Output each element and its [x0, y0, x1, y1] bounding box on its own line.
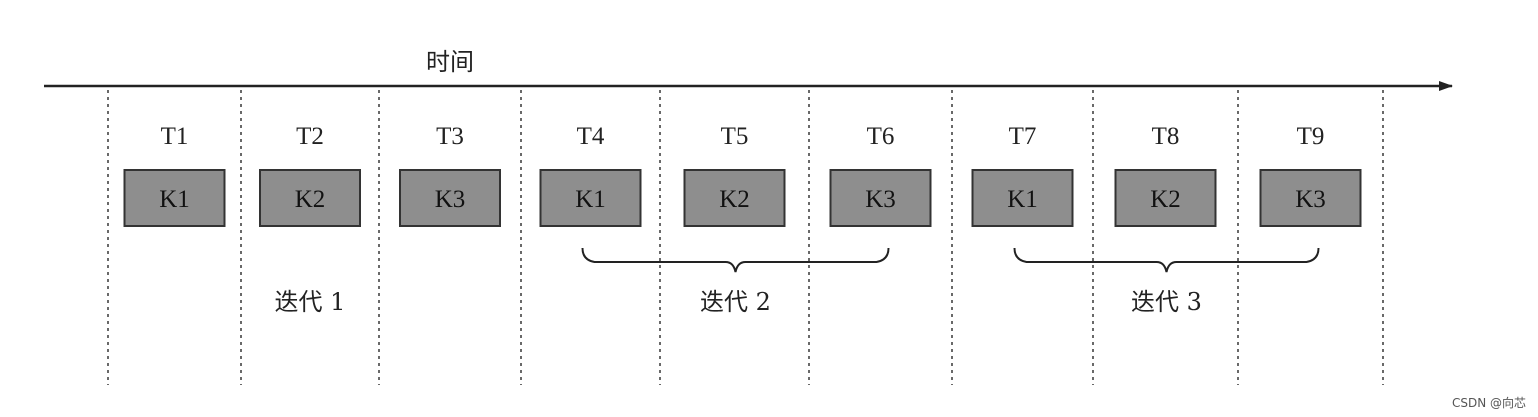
- iteration-group-1: 迭代 1: [275, 288, 346, 316]
- kernel-label: K1: [575, 186, 606, 213]
- kernel-box: [1114, 169, 1217, 227]
- iteration-brace: [1013, 247, 1320, 273]
- kernel-label: K3: [435, 186, 466, 213]
- kernel-box: [971, 169, 1074, 227]
- kernel-label: K3: [1295, 186, 1326, 213]
- iteration-label: 迭代 1: [275, 288, 346, 316]
- kernel-box: [1259, 169, 1362, 227]
- kernel-label: K1: [1007, 186, 1038, 213]
- kernel-box: [123, 169, 226, 227]
- kernel-box: [259, 169, 361, 227]
- time-slot-label: T8: [1152, 123, 1180, 150]
- iteration-group-3: 迭代 3: [1013, 247, 1320, 316]
- kernel-label: K2: [1150, 186, 1181, 213]
- time-slot-label: T5: [721, 123, 749, 150]
- iterations: 迭代 1 迭代 2 迭代 3: [275, 247, 1320, 316]
- kernel-label: K3: [865, 186, 896, 213]
- kernel-box: [829, 169, 932, 227]
- kernel-label: K2: [719, 186, 750, 213]
- time-slot-label: T4: [577, 123, 605, 150]
- time-slot-label: T1: [161, 123, 189, 150]
- iteration-label: 迭代 3: [1131, 288, 1202, 316]
- iteration-label: 迭代 2: [700, 288, 771, 316]
- kernel-label: K2: [295, 186, 326, 213]
- iteration-group-2: 迭代 2: [581, 247, 890, 316]
- slot-dividers: [107, 90, 1384, 385]
- time-slot-label: T2: [296, 123, 324, 150]
- time-slot-label: T7: [1009, 123, 1037, 150]
- kernel-box: [539, 169, 642, 227]
- watermark: CSDN @向芯: [1451, 396, 1526, 410]
- kernel-box: [399, 169, 501, 227]
- time-slot-label: T9: [1297, 123, 1325, 150]
- time-axis-label: 时间: [426, 48, 474, 76]
- kernel-label: K1: [159, 186, 190, 213]
- time-slot-label: T6: [867, 123, 895, 150]
- time-slot-label: T3: [436, 123, 464, 150]
- iteration-brace: [581, 247, 890, 273]
- kernel-box: [683, 169, 786, 227]
